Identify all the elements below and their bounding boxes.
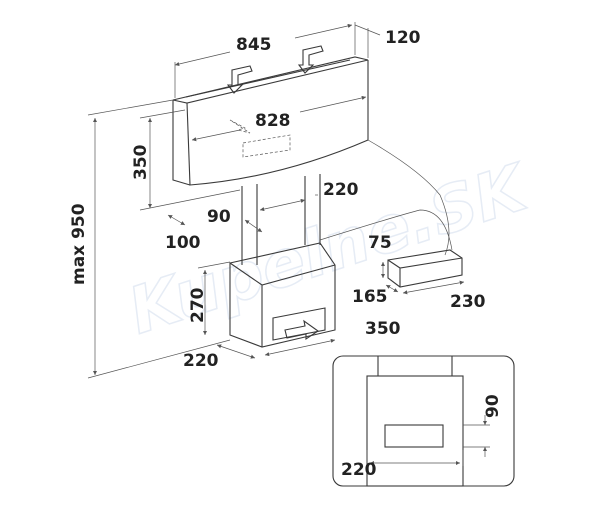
- cable: [319, 139, 453, 256]
- dim-220-column: 220: [323, 180, 359, 200]
- dim-90-detail: 90: [483, 394, 503, 418]
- dim-120: 120: [385, 28, 421, 48]
- dim-220-base: 220: [183, 351, 219, 371]
- hood-body: [172, 56, 369, 186]
- dim-270: 270: [188, 287, 208, 323]
- dim-230: 230: [450, 292, 486, 312]
- dim-350-height: 350: [131, 144, 151, 180]
- dim-100: 100: [165, 233, 201, 253]
- dim-828: 828: [255, 111, 291, 131]
- power-box: [387, 249, 463, 288]
- base-unit: [229, 242, 336, 348]
- detail-inset: [332, 355, 515, 487]
- dim-165: 165: [352, 287, 388, 307]
- dim-845: 845: [236, 35, 272, 55]
- dim-90-column: 90: [207, 207, 231, 227]
- dim-max-950: max 950: [69, 203, 89, 285]
- dim-220-detail: 220: [341, 460, 377, 480]
- dim-350-base: 350: [365, 319, 401, 339]
- dimension-lines: [87, 22, 465, 379]
- air-intake-arrows: [226, 45, 324, 94]
- dim-75: 75: [368, 233, 392, 253]
